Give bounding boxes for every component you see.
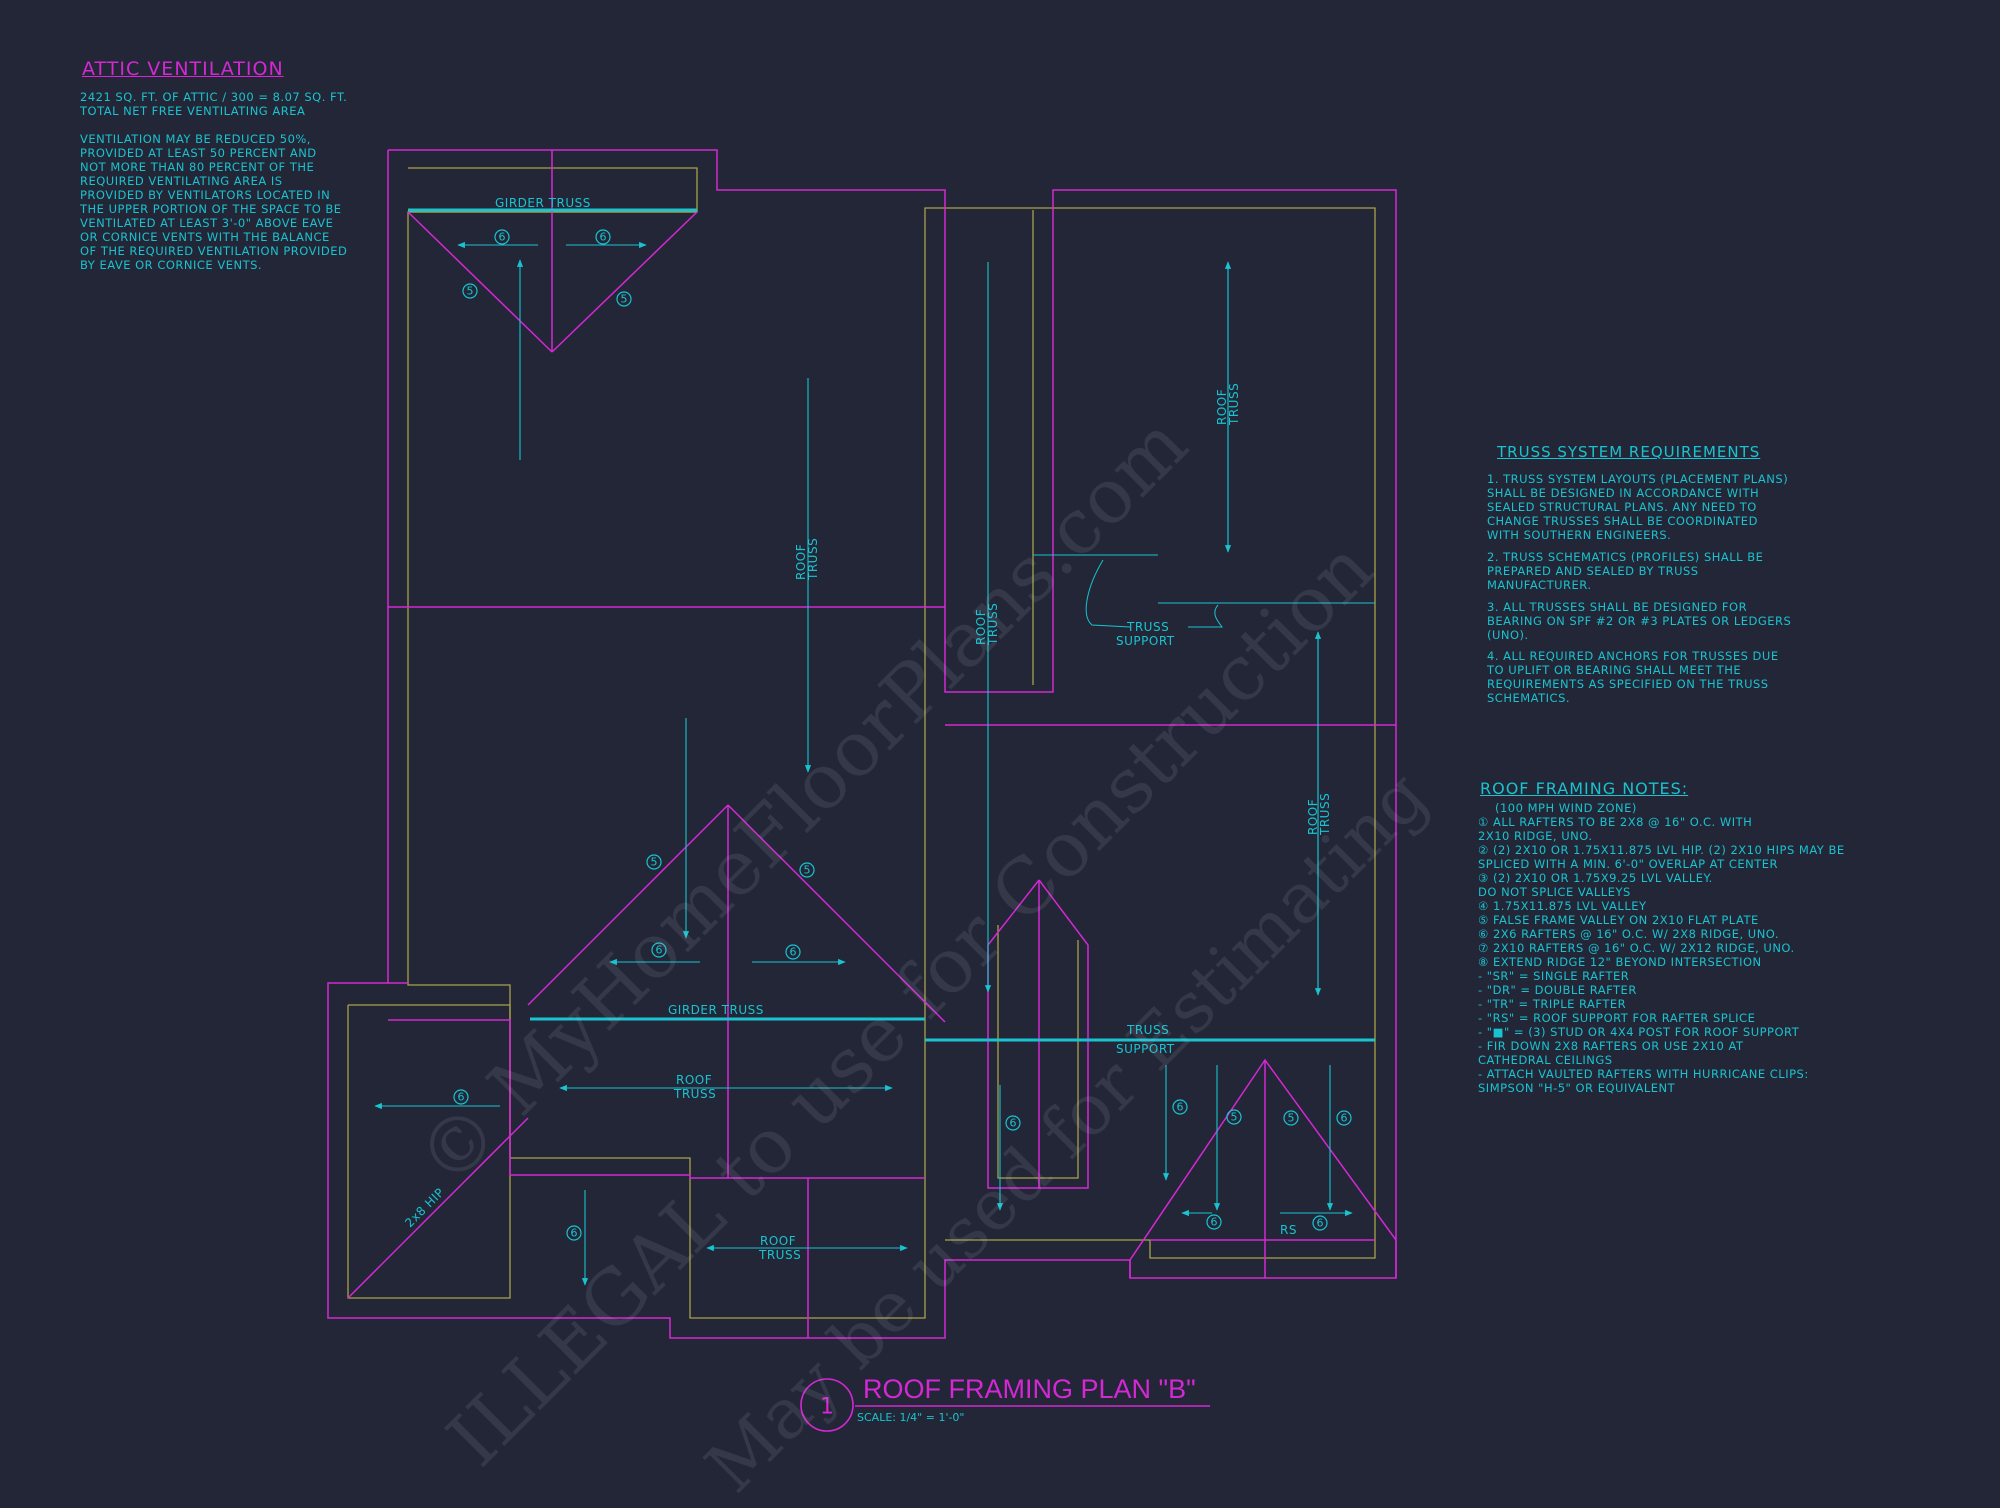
callout-5: 5 [799, 862, 815, 878]
callout-6: 6 [1172, 1099, 1188, 1115]
attic-body: VENTILATION MAY BE REDUCED 50%, PROVIDED… [80, 132, 348, 272]
callout-6: 6 [1206, 1214, 1222, 1230]
roof-truss-label-d: ROOF [1306, 799, 1320, 835]
roof-note-line: ⑤ FALSE FRAME VALLEY ON 2x10 FLAT PLATE [1478, 913, 1759, 927]
roof-note-line: ④ 1.75x11.875 LVL VALLEY [1478, 899, 1647, 913]
truss-req-item-1: 1. TRUSS SYSTEM LAYOUTS (PLACEMENT PLANS… [1487, 472, 1789, 542]
roof-note-line: ③ (2) 2x10 OR 1.75x9.25 LVL VALLEY. [1478, 871, 1713, 885]
callout-6: 6 [453, 1089, 469, 1105]
roof-note-line: CATHEDRAL CEILINGS [1478, 1053, 1613, 1067]
svg-text:6: 6 [1341, 1112, 1348, 1125]
plan-title: ROOF FRAMING PLAN "B" [863, 1374, 1196, 1404]
truss-support-label-b2: SUPPORT [1116, 1042, 1175, 1056]
roof-note-line: ⑧ EXTEND RIDGE 12" BEYOND INTERSECTION [1478, 955, 1762, 969]
detail-number-circle [800, 1378, 854, 1432]
roof-truss-label-b2: TRUSS [986, 603, 1000, 646]
roof-note-line: - "RS" = ROOF SUPPORT FOR RAFTER SPLICE [1478, 1011, 1756, 1025]
roof-truss-label-f2: TRUSS [758, 1248, 801, 1262]
svg-text:6: 6 [600, 231, 607, 244]
svg-text:6: 6 [458, 1091, 465, 1104]
girder-truss-label-mid: GIRDER TRUSS [668, 1003, 764, 1017]
roof-note-line: ① ALL RAFTERS TO BE 2x8 @ 16" O.C. WITH [1478, 815, 1753, 829]
roof-notes-list: ① ALL RAFTERS TO BE 2x8 @ 16" O.C. WITH … [1478, 815, 1958, 1095]
roof-note-line: 2x10 RIDGE, UNO. [1478, 829, 1593, 843]
roof-truss-label-a: ROOF [794, 544, 808, 580]
truss-req-item-3: 3. ALL TRUSSES SHALL BE DESIGNED FOR BEA… [1487, 600, 1792, 642]
callout-6: 6 [494, 229, 510, 245]
callout-6: 6 [651, 942, 667, 958]
svg-text:6: 6 [1211, 1216, 1218, 1229]
truss-support-label-a: TRUSS [1126, 620, 1169, 634]
callout-5: 5 [462, 283, 478, 299]
span-arrows [374, 241, 1353, 1286]
hip-label: 2x8 HIP [402, 1185, 447, 1230]
roof-truss-label-e: ROOF [676, 1073, 712, 1087]
callout-5: 5 [616, 291, 632, 307]
girder-truss-label-top: GIRDER TRUSS [495, 196, 591, 210]
roof-notes-title: ROOF FRAMING NOTES: [1480, 779, 1689, 798]
svg-text:5: 5 [651, 856, 658, 869]
truss-requirements-title: TRUSS SYSTEM REQUIREMENTS [1497, 443, 1761, 461]
roof-truss-label-f: ROOF [760, 1234, 796, 1248]
plan-scale: SCALE: 1/4" = 1'-0" [857, 1411, 965, 1424]
girder-bands [408, 208, 1375, 1042]
svg-text:5: 5 [1231, 1111, 1238, 1124]
svg-text:6: 6 [656, 944, 663, 957]
attic-calc-line1: 2421 SQ. FT. OF ATTIC / 300 = 8.07 SQ. F… [80, 90, 348, 104]
attic-ventilation-title: ATTIC VENTILATION [82, 58, 284, 80]
callout-6: 6 [1336, 1110, 1352, 1126]
roof-notes-zone: (100 MPH WIND ZONE) [1495, 801, 1637, 815]
callout-5: 5 [646, 854, 662, 870]
callout-5: 5 [1226, 1109, 1242, 1125]
callout-5: 5 [1283, 1110, 1299, 1126]
roof-note-line: - "DR" = DOUBLE RAFTER [1478, 983, 1637, 997]
svg-text:6: 6 [499, 231, 506, 244]
roof-note-line: DO NOT SPLICE VALLEYS [1478, 885, 1631, 899]
detail-number: 1 [820, 1395, 834, 1420]
svg-text:5: 5 [467, 285, 474, 298]
svg-text:6: 6 [1010, 1117, 1017, 1130]
roof-outline [327, 149, 1397, 1339]
plan-labels: GIRDER TRUSS GIRDER TRUSS ROOF TRUSS ROO… [402, 196, 1332, 1262]
title-block: 1 ROOF FRAMING PLAN "B" SCALE: 1/4" = 1'… [800, 1374, 1210, 1432]
svg-text:6: 6 [1177, 1101, 1184, 1114]
roof-note-line: SIMPSON "H-5" OR EQUIVALENT [1478, 1081, 1676, 1095]
roof-truss-label-d2: TRUSS [1318, 793, 1332, 836]
svg-text:6: 6 [1317, 1217, 1324, 1230]
roof-note-line: - "TR" = TRIPLE RAFTER [1478, 997, 1627, 1011]
roof-truss-label-b: ROOF [974, 609, 988, 645]
rs-label: RS [1280, 1223, 1297, 1237]
callout-6: 6 [1312, 1215, 1328, 1231]
svg-text:5: 5 [1288, 1112, 1295, 1125]
callout-6: 6 [595, 229, 611, 245]
truss-support-label-b: TRUSS [1126, 1023, 1169, 1037]
roof-note-line: - "■" = (3) STUD OR 4x4 POST FOR ROOF SU… [1478, 1025, 1800, 1039]
svg-text:6: 6 [790, 946, 797, 959]
svg-text:5: 5 [804, 864, 811, 877]
roof-note-line: - FIR DOWN 2x8 RAFTERS OR USE 2x10 AT [1478, 1039, 1744, 1053]
attic-calc-line2: TOTAL NET FREE VENTILATING AREA [80, 104, 306, 118]
roof-truss-label-c2: TRUSS [1227, 383, 1241, 426]
roof-note-line: - "SR" = SINGLE RAFTER [1478, 969, 1630, 983]
roof-truss-label-c: ROOF [1215, 389, 1229, 425]
roof-note-line: SPLICED WITH A MIN. 6'-0" OVERLAP AT CEN… [1478, 857, 1779, 871]
callout-6: 6 [1005, 1115, 1021, 1131]
roof-note-line: ② (2) 2x10 OR 1.75x11.875 LVL HIP. (2) 2… [1478, 843, 1845, 857]
roof-note-line: ⑥ 2x6 RAFTERS @ 16" O.C. W/ 2x8 RIDGE, U… [1478, 927, 1780, 941]
callout-markers: 6 6 5 5 5 5 6 6 6 6 6 5 5 6 6 6 6 [453, 229, 1352, 1241]
truss-support-label-a2: SUPPORT [1116, 634, 1175, 648]
callout-6: 6 [566, 1225, 582, 1241]
roof-truss-label-e2: TRUSS [673, 1087, 716, 1101]
roof-note-line: - ATTACH VAULTED RAFTERS WITH HURRICANE … [1478, 1067, 1809, 1081]
roof-truss-label-a2: TRUSS [806, 538, 820, 581]
svg-text:6: 6 [571, 1227, 578, 1240]
roof-note-line: ⑦ 2x10 RAFTERS @ 16" O.C. W/ 2x12 RIDGE,… [1478, 941, 1795, 955]
svg-text:5: 5 [621, 293, 628, 306]
truss-req-item-4: 4. ALL REQUIRED ANCHORS FOR TRUSSES DUE … [1487, 649, 1779, 705]
callout-6: 6 [785, 944, 801, 960]
truss-req-item-2: 2. TRUSS SCHEMATICS (PROFILES) SHALL BE … [1487, 550, 1764, 592]
